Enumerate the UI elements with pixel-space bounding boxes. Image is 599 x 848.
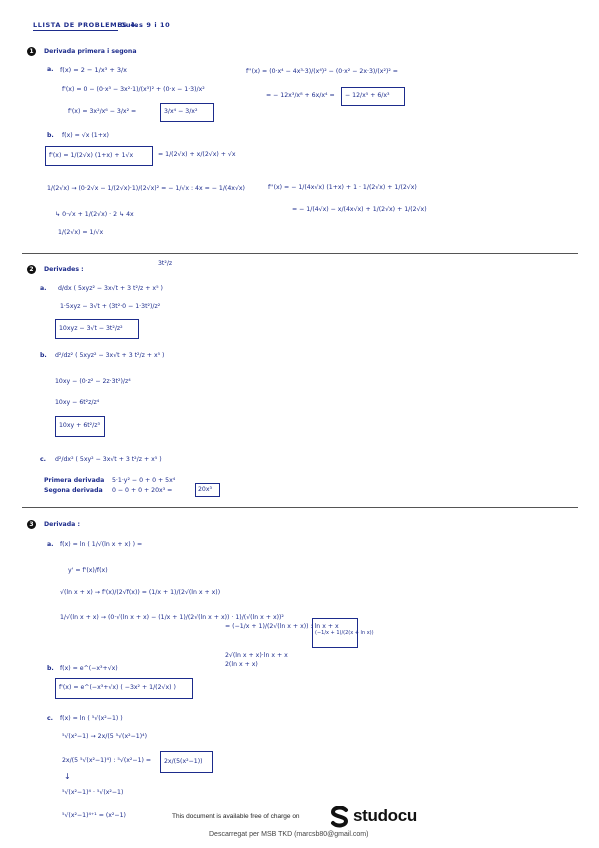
title-underline: [33, 30, 118, 31]
function-statement: f(x) = ln ( ⁵√(x²−1) ): [60, 715, 123, 722]
download-notice: Descarregat per MSB TKD (marcsb80@gmail.…: [209, 831, 369, 838]
step-label: Primera derivada: [44, 477, 105, 484]
expression: d²/dz² ( 5xyz² − 3x√t + 3 t²/z + x⁵ ): [55, 352, 165, 359]
annotation: 3t²/z: [158, 260, 173, 267]
result-box: 2x/(5(x²−1)): [160, 751, 213, 773]
derivation-line: 1/√(ln x + x) → (0·√(ln x + x) − (1/x + …: [60, 614, 284, 621]
item-label: c.: [40, 456, 47, 463]
result-box: 20x³: [195, 483, 220, 497]
result-text: 10xy + 6t²/z³: [59, 422, 100, 429]
function-statement: f(x) = 2 − 1/x³ + 3/x: [60, 66, 128, 74]
section-separator: [22, 507, 578, 508]
derivation-line: ⁵√(x²−1)⁴ · ⁵√(x²−1): [62, 789, 124, 796]
exercise-number: 2: [27, 265, 36, 274]
derivation-line: 2√(ln x + x)·ln x + x: [225, 652, 288, 659]
result-text: (−1/x + 1)/(2(x + ln x)): [315, 630, 374, 636]
derivation-line: 1/(2√x) = 1/√x: [58, 229, 104, 236]
down-arrow-icon: ↓: [64, 772, 71, 781]
result-box: 10xy + 6t²/z³: [55, 416, 105, 437]
derivation-line: 1·5xyz − 3√t + (3t²·0 − 1·3t²)/z²: [60, 303, 161, 310]
derivation-line: = 1/(2√x) + x/(2√x) + √x: [158, 151, 236, 158]
result-text: 10xyz − 3√t − 3t²/z²: [59, 325, 123, 332]
result-text: f'(x) = e^(−x³+√x) ( −3x² + 1/(2√x) ): [59, 684, 176, 691]
function-statement: f(x) = √x (1+x): [62, 132, 109, 139]
derivation-line: = − 1/(4√x) − x/(4x√x) + 1/(2√x) + 1/(2√…: [292, 206, 427, 213]
derivation-line: 0 − 0 + 0 + 20x³ =: [112, 487, 173, 494]
result-text: f'(x) = 1/(2√x) (1+x) + 1√x: [49, 152, 134, 159]
item-label: a.: [47, 66, 54, 73]
derivation-line: ⁵√(x²−1)⁴⁺¹ = (x²−1): [62, 812, 126, 819]
derivation-line: = − 12x³/x⁸ + 6x/x⁴ =: [266, 92, 335, 99]
result-box: 10xyz − 3√t − 3t²/z²: [55, 319, 139, 339]
item-label: c.: [47, 715, 54, 722]
result-box: f'(x) = 1/(2√x) (1+x) + 1√x: [45, 146, 153, 166]
item-label: b.: [40, 352, 47, 359]
derivation-line: 2(ln x + x): [225, 661, 258, 668]
result-text: 3/x⁴ − 3/x²: [164, 108, 198, 115]
footer-availability: This document is available free of charg…: [172, 813, 300, 820]
exercise-heading: Derivada primera i segona: [44, 48, 137, 55]
derivation-line: 5·1·y² − 0 + 0 + 5x⁴: [112, 477, 176, 484]
derivation-line: f'(x) = 3x²/x⁶ − 3/x² =: [68, 108, 137, 115]
derivation-line: ⁵√(x²−1) → 2x/(5 ⁵√(x²−1)⁴): [62, 733, 148, 740]
derivation-line: √(ln x + x) → f'(x)/(2√f(x)) = (1/x + 1)…: [60, 589, 221, 596]
exercise-number: 1: [27, 47, 36, 56]
step-label: Segona derivada: [44, 487, 103, 494]
derivation-line: y' = f'(x)/f(x): [68, 567, 108, 574]
expression: d²/dx² ( 5xy² − 3x√t + 3 t²/z + x⁵ ): [55, 456, 162, 463]
exercise-heading: Derivada :: [44, 521, 80, 528]
derivation-line: ↳ 0·√x + 1/(2√x) · 2 ↳ 4x: [55, 211, 134, 218]
derivation-line: 10xy − (0·z² − 2z·3t²)/z⁴: [55, 378, 131, 385]
result-text: 2x/(5(x²−1)): [164, 758, 203, 765]
sheet-subtitle: Guies 9 i 10: [120, 21, 171, 29]
section-separator: [22, 253, 578, 254]
studocu-brand[interactable]: studocu: [353, 806, 418, 825]
item-label: a.: [47, 541, 54, 548]
result-box: 3/x⁴ − 3/x²: [160, 103, 214, 122]
derivation-line: 10xy − 6t²z/z⁴: [55, 399, 100, 406]
exercise-number: 3: [27, 520, 36, 529]
exercise-heading: Derivades :: [44, 266, 84, 273]
derivation-line: f''(x) = (0·x⁴ − 4x³·3)/(x⁴)² − (0·x² − …: [246, 68, 398, 75]
result-box: (−1/x + 1)/(2(x + ln x)): [312, 618, 374, 648]
expression: d/dx ( 5xyz² − 3x√t + 3 t²/z + x⁵ ): [58, 285, 163, 292]
item-label: b.: [47, 665, 54, 672]
item-label: a.: [40, 285, 47, 292]
result-box: − 12/x⁵ + 6/x³: [341, 87, 405, 106]
item-label: b.: [47, 132, 54, 139]
result-text: − 12/x⁵ + 6/x³: [345, 92, 390, 99]
result-text: 20x³: [198, 486, 213, 493]
sheet-title: LLISTA DE PROBLEMES 4.: [33, 21, 139, 29]
result-box: f'(x) = e^(−x³+√x) ( −3x² + 1/(2√x) ): [55, 678, 193, 699]
derivation-line: f''(x) = − 1/(4x√x) (1+x) + 1 · 1/(2√x) …: [268, 184, 417, 191]
studocu-logo-icon[interactable]: [330, 805, 350, 828]
function-statement: f(x) = ln ( 1/√(ln x + x) ) =: [60, 541, 143, 548]
derivation-line: 2x/(5 ⁵√(x²−1)⁴) : ⁵√(x²−1) =: [62, 757, 152, 764]
derivation-line: = (−1/x + 1)/(2√(ln x + x)) : ln x + x: [225, 623, 339, 630]
function-statement: f(x) = e^(−x³+√x): [60, 665, 118, 672]
derivation-line: f'(x) = 0 − (0·x³ − 3x²·1)/(x³)² + (0·x …: [62, 86, 205, 93]
derivation-line: 1/(2√x) → (0·2√x − 1/(2√x)·1)/(2√x)² = −…: [47, 185, 245, 192]
